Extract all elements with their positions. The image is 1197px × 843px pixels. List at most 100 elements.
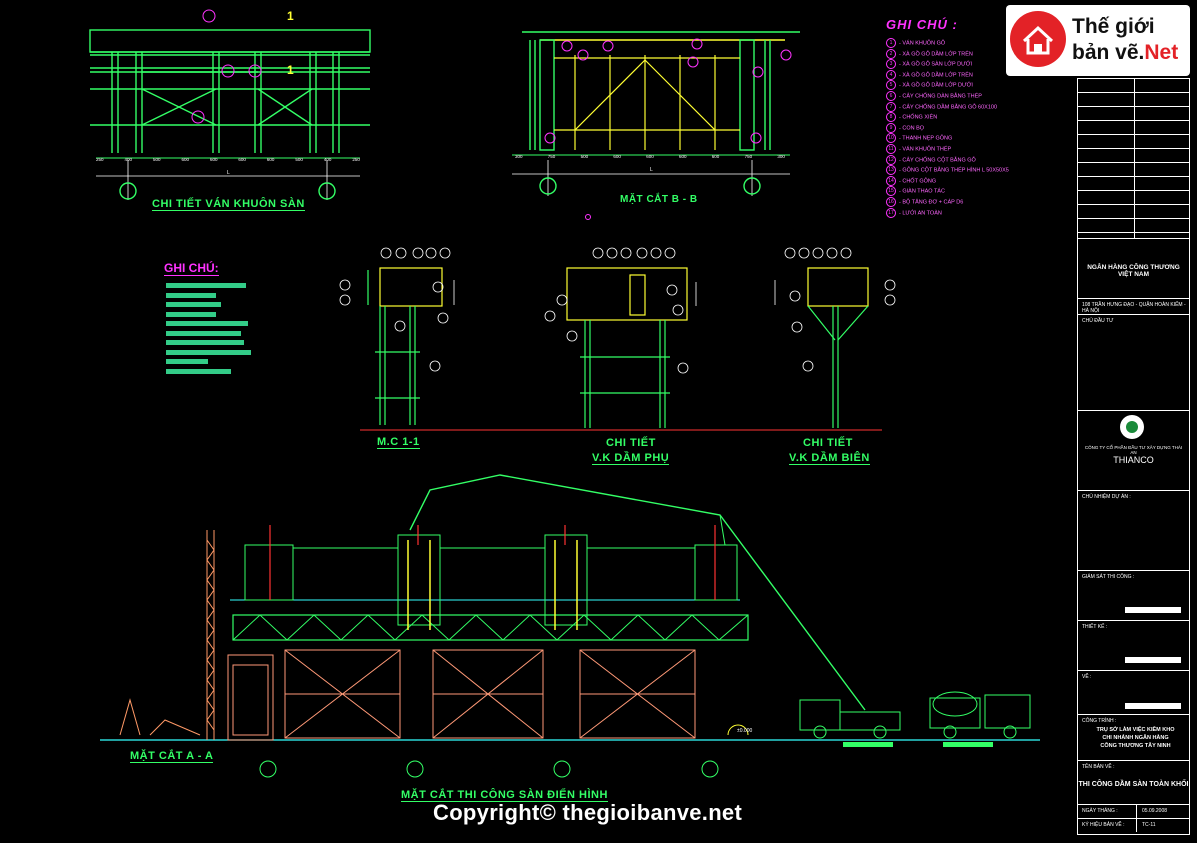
dimension-value: 750 bbox=[547, 154, 556, 159]
notes-left: GHI CHÚ: bbox=[164, 259, 251, 378]
tb-cong-trinh: CÔNG TRÌNH : TRỤ SỞ LÀM VIỆC KIÊM KHO CH… bbox=[1078, 715, 1189, 761]
note-number: 5 bbox=[886, 80, 896, 91]
tb-ky-hieu-value: TC-11 bbox=[1142, 822, 1156, 828]
tb-ky-hieu: KÝ HIỆU BẢN VẼ : TC-11 bbox=[1078, 819, 1189, 832]
notes-right-title: GHI CHÚ : bbox=[886, 17, 958, 32]
title-typical-section: MẶT CẮT THI CÔNG SÀN ĐIỂN HÌNH bbox=[401, 789, 608, 802]
copyright-watermark: Copyright© thegioibanve.net bbox=[433, 800, 743, 825]
note-item: 9- CON BỌ bbox=[886, 122, 1009, 134]
note-item: 7- CÂY CHỐNG DẦM BẰNG GỖ 60X100 bbox=[886, 101, 1009, 113]
note-text: - VÁN KHUÔN GỖ bbox=[899, 40, 946, 47]
tb-ve-label: VẼ : bbox=[1082, 674, 1092, 680]
note-text: - XÀ GỒ GỖ DẦM LỚP TRÊN bbox=[899, 72, 973, 79]
tb-ban-ve: TÊN BẢN VẼ : THI CÔNG DẦM SÀN TOÀN KHỐI bbox=[1078, 761, 1189, 805]
note-text: - XÀ GỒ GỖ DẦM LỚP TRÊN bbox=[899, 51, 973, 58]
tb-giam-sat-label: GIÁM SÁT THI CÔNG : bbox=[1082, 574, 1135, 580]
logo-line2-text: bản vẽ. bbox=[1072, 41, 1145, 64]
tb-owner-label: CHỦ ĐẦU TƯ bbox=[1082, 318, 1114, 324]
note-item: 3- XÀ GỒ GỖ SÀN LỚP DƯỚI bbox=[886, 59, 1009, 70]
dimension-value: 600 bbox=[646, 154, 654, 159]
company-logo-icon bbox=[1120, 415, 1144, 439]
section-bb-drawing bbox=[512, 31, 800, 196]
typical-section-drawing bbox=[100, 474, 1040, 778]
house-icon bbox=[1010, 11, 1066, 67]
dimension-value: 250 bbox=[352, 157, 360, 162]
note-number: 12 bbox=[886, 154, 896, 165]
tb-ngay-value: 05.09.2008 bbox=[1142, 808, 1168, 814]
note-item: 2- XÀ GỒ GỖ DẦM LỚP TRÊN bbox=[886, 48, 1009, 60]
note-number: 13 bbox=[886, 165, 896, 176]
dimension-value: 750 bbox=[744, 154, 753, 159]
note-text: - XÀ GỒ GỖ DẦM LỚP DƯỚI bbox=[899, 82, 973, 89]
tb-chu-nhiem: CHỦ NHIỆM DỰ ÁN : bbox=[1078, 491, 1189, 571]
note-number: 9 bbox=[886, 122, 896, 133]
note-text: - CÂY CHỐNG DẦM BẰNG GỖ 60X100 bbox=[899, 104, 998, 111]
note-number: 6 bbox=[886, 90, 896, 101]
tb-company: CÔNG TY CỔ PHẦN ĐẦU TƯ XÂY DỰNG THÁI AN … bbox=[1078, 411, 1189, 491]
title-edge-beam-2: V.K DẦM BIÊN bbox=[789, 452, 870, 465]
note-number: 10 bbox=[886, 133, 896, 144]
tb-owner: CHỦ ĐẦU TƯ bbox=[1078, 315, 1189, 411]
dimension-value: 600 bbox=[711, 154, 720, 159]
note-text: - LƯỚI AN TOÀN bbox=[899, 209, 942, 216]
logo-line2: bản vẽ.Net bbox=[1072, 41, 1178, 65]
tb-chu-nhiem-label: CHỦ NHIỆM DỰ ÁN : bbox=[1082, 494, 1131, 500]
title-mc11: M.C 1-1 bbox=[377, 436, 420, 449]
dim-l-left: L bbox=[227, 170, 230, 176]
tb-cong-trinh-text: TRỤ SỞ LÀM VIỆC KIÊM KHO CHI NHÁNH NGÂN … bbox=[1096, 727, 1175, 749]
title-block: NGÂN HÀNG CÔNG THƯƠNG VIỆT NAM 108 TRẦN … bbox=[1077, 78, 1190, 835]
site-logo: Thế giới bản vẽ.Net bbox=[1006, 5, 1190, 76]
note-text: - GIÀN THAO TÁC bbox=[899, 188, 945, 195]
logo-line1: Thế giới bbox=[1072, 15, 1155, 38]
note-number: 17 bbox=[886, 207, 896, 218]
note-item: 12- CÂY CHỐNG CỘT BẰNG GỖ bbox=[886, 154, 1009, 166]
note-number: 2 bbox=[886, 48, 896, 59]
dimension-value: 600 bbox=[613, 154, 621, 159]
note-text: - VÁN KHUÔN THÉP bbox=[899, 146, 952, 153]
title-section-aa: MẶT CẮT A - A bbox=[130, 750, 214, 763]
note-text: - BỘ TĂNG ĐƠ + CÁP D6 bbox=[899, 199, 964, 206]
tb-ban-ve-text: THI CÔNG DẦM SÀN TOÀN KHỐI bbox=[1078, 781, 1189, 788]
tb-client-name: NGÂN HÀNG CÔNG THƯƠNG VIỆT NAM bbox=[1087, 264, 1180, 278]
tb-thiet-ke-label: THIẾT KẾ : bbox=[1082, 624, 1108, 630]
note-number: 3 bbox=[886, 59, 896, 70]
note-item: 16- BỘ TĂNG ĐƠ + CÁP D6 bbox=[886, 196, 1009, 208]
dimension-value: 400 bbox=[124, 157, 132, 162]
dimension-value: 500 bbox=[295, 157, 303, 162]
notes-left-lines bbox=[164, 283, 251, 374]
note-item: 4- XÀ GỒ GỖ DẦM LỚP TRÊN bbox=[886, 69, 1009, 81]
dimension-value: 300 bbox=[777, 154, 785, 159]
note-item: 8- CHỐNG XIÊN bbox=[886, 112, 1009, 123]
note-text: - CÂY CHỐNG CỘT BẰNG GỖ bbox=[899, 156, 976, 163]
tb-client-addr-text: 108 TRẦN HƯNG ĐẠO - QUẬN HOÀN KIẾM - HÀ … bbox=[1082, 302, 1186, 314]
tb-grid bbox=[1078, 79, 1189, 239]
note-text: - CHỐNG XIÊN bbox=[899, 114, 938, 121]
note-number: 16 bbox=[886, 196, 896, 207]
note-item: 5- XÀ GỒ GỖ DẦM LỚP DƯỚI bbox=[886, 80, 1009, 91]
detail-beams-drawing bbox=[360, 267, 882, 431]
tb-client-addr: 108 TRẦN HƯNG ĐẠO - QUẬN HOÀN KIẾM - HÀ … bbox=[1078, 299, 1189, 315]
dimension-value: 400 bbox=[323, 157, 332, 162]
notes-left-title: GHI CHÚ: bbox=[164, 261, 219, 276]
tb-ban-ve-label: TÊN BẢN VẼ : bbox=[1082, 764, 1115, 770]
note-text: - GÔNG CỘT BẰNG THÉP HÌNH L 50X50X5 bbox=[899, 167, 1009, 174]
note-number: 8 bbox=[886, 112, 896, 123]
svg-text:1: 1 bbox=[287, 9, 294, 23]
tb-cong-trinh-label: CÔNG TRÌNH : bbox=[1082, 718, 1117, 724]
note-item: 6- CÂY CHỐNG DÀN BẰNG THÉP bbox=[886, 90, 1009, 102]
note-number: 1 bbox=[886, 38, 896, 48]
tb-ngay-label: NGÀY THÁNG : bbox=[1082, 808, 1118, 814]
elevation-mark: ±0.000 bbox=[737, 728, 753, 734]
note-item: 14- CHỐT GÔNG bbox=[886, 175, 1009, 187]
dimension-value: 250 bbox=[96, 157, 104, 162]
note-text: - CON BỌ bbox=[899, 125, 925, 132]
title-secondary-beam-1: CHI TIẾT bbox=[606, 437, 656, 449]
note-text: - THANH NẸP GÔNG bbox=[899, 135, 953, 142]
dimension-value: 600 bbox=[181, 157, 189, 162]
note-number: 7 bbox=[886, 101, 896, 112]
dimension-value: 600 bbox=[209, 157, 218, 162]
note-item: 13- GÔNG CỘT BẰNG THÉP HÌNH L 50X50X5 bbox=[886, 165, 1009, 176]
note-text: - XÀ GỒ GỖ SÀN LỚP DƯỚI bbox=[899, 61, 973, 68]
